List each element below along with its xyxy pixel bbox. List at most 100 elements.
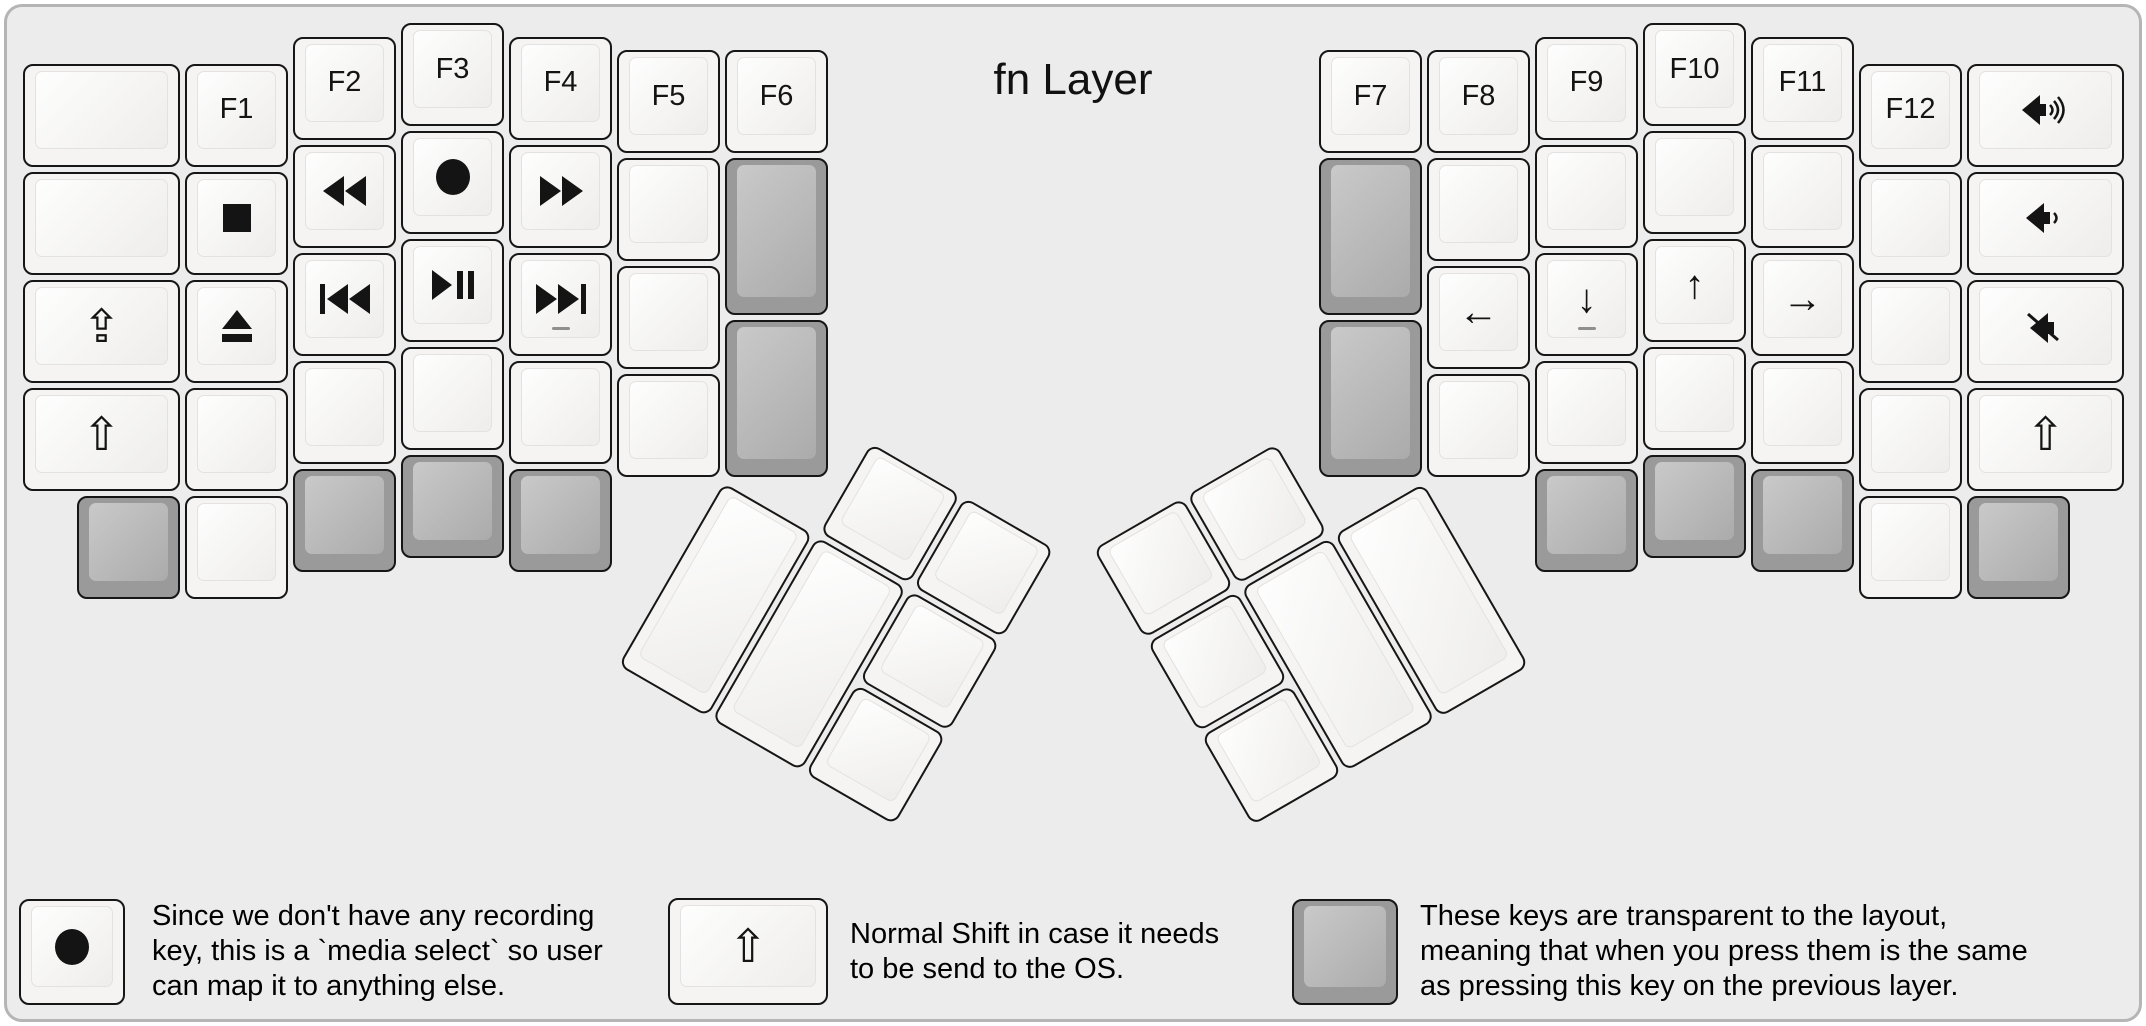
key-blank[interactable] <box>1535 360 1638 464</box>
key-blank[interactable] <box>1859 171 1962 275</box>
layer-title: fn Layer <box>993 55 1153 104</box>
keycap-surface: ⇧ <box>680 905 816 987</box>
key-blank[interactable] <box>1427 374 1530 477</box>
key-f7[interactable]: F7 <box>1319 50 1422 153</box>
key-fast-forward[interactable] <box>509 144 612 248</box>
key-rewind[interactable] <box>293 144 396 248</box>
key-f10[interactable]: F10 <box>1643 23 1746 126</box>
key-eject[interactable] <box>185 279 288 383</box>
stop-icon <box>221 203 253 233</box>
key-play-pause[interactable] <box>401 239 504 342</box>
keycap-surface: F5 <box>629 57 708 135</box>
caps-lock-icon: ⇪ <box>82 299 121 352</box>
key-transparent[interactable] <box>77 495 180 599</box>
key-blank[interactable] <box>1643 347 1746 450</box>
legend-key-media-select <box>19 899 125 1005</box>
key-transparent[interactable] <box>725 320 828 477</box>
keycap-surface <box>629 381 708 459</box>
key-arrow-down[interactable]: ↓ <box>1535 252 1638 356</box>
key-label: F1 <box>219 93 254 125</box>
key-blank[interactable] <box>23 171 180 275</box>
key-blank[interactable] <box>401 347 504 450</box>
key-transparent[interactable] <box>509 468 612 572</box>
key-blank[interactable] <box>1751 360 1854 464</box>
key-volume-up[interactable] <box>1967 63 2124 167</box>
key-f6[interactable]: F6 <box>725 50 828 153</box>
key-transparent[interactable] <box>1643 455 1746 558</box>
keycap-surface <box>521 475 600 554</box>
key-label: F11 <box>1778 66 1827 98</box>
keycap-surface <box>1979 286 2112 365</box>
key-arrow-left[interactable]: ← <box>1427 266 1530 369</box>
legend-text-line: to be send to the OS. <box>850 953 1125 985</box>
keycap-surface <box>1871 502 1950 581</box>
key-blank[interactable] <box>1859 495 1962 599</box>
prev-track-icon <box>319 283 370 314</box>
key-stop[interactable] <box>185 171 288 275</box>
key-blank[interactable] <box>1643 131 1746 234</box>
legend-key-shift: ⇧ <box>668 898 828 1005</box>
key-blank[interactable] <box>185 495 288 599</box>
key-blank[interactable] <box>617 374 720 477</box>
key-blank[interactable] <box>1427 158 1530 261</box>
key-arrow-up[interactable]: ↑ <box>1643 239 1746 342</box>
key-blank[interactable] <box>617 158 720 261</box>
keycap-surface <box>1871 286 1950 365</box>
keycap-surface: F4 <box>521 43 600 122</box>
key-blank[interactable] <box>1535 144 1638 248</box>
key-shift-left[interactable]: ⇧ <box>23 387 180 491</box>
key-f4[interactable]: F4 <box>509 36 612 140</box>
key-transparent[interactable] <box>1751 468 1854 572</box>
key-blank[interactable] <box>1859 387 1962 491</box>
play-pause-icon <box>431 270 474 300</box>
key-next-track[interactable] <box>509 252 612 356</box>
keycap-surface <box>1304 906 1386 987</box>
keycap-surface: F10 <box>1655 30 1734 108</box>
key-f9[interactable]: F9 <box>1535 36 1638 140</box>
key-transparent[interactable] <box>1967 495 2070 599</box>
legend-text-line: These keys are transparent to the layout… <box>1420 900 1948 932</box>
key-f1[interactable]: F1 <box>185 63 288 167</box>
key-label: F3 <box>435 52 470 85</box>
keycap-surface <box>1763 367 1842 446</box>
key-f3[interactable]: F3 <box>401 23 504 126</box>
key-label: F2 <box>327 66 362 98</box>
key-shift-right[interactable]: ⇧ <box>1967 387 2124 491</box>
key-transparent[interactable] <box>1319 320 1422 477</box>
key-f12[interactable]: F12 <box>1859 63 1962 167</box>
key-f8[interactable]: F8 <box>1427 50 1530 153</box>
key-transparent[interactable] <box>293 468 396 572</box>
key-f5[interactable]: F5 <box>617 50 720 153</box>
key-transparent[interactable] <box>1535 468 1638 572</box>
key-label: F10 <box>1669 52 1720 85</box>
key-blank[interactable] <box>185 387 288 491</box>
key-record[interactable] <box>401 131 504 234</box>
key-blank[interactable] <box>1859 279 1962 383</box>
key-f11[interactable]: F11 <box>1751 36 1854 140</box>
keycap-surface <box>1979 178 2112 257</box>
key-transparent[interactable] <box>725 158 828 315</box>
key-label: F9 <box>1569 66 1604 98</box>
key-transparent[interactable] <box>401 455 504 558</box>
right-arrow-icon: → <box>1782 276 1823 321</box>
key-transparent[interactable] <box>1319 158 1422 315</box>
keycap-surface <box>1655 138 1734 216</box>
key-blank[interactable] <box>617 266 720 369</box>
keycap-surface <box>1439 165 1518 243</box>
keycap-surface: F2 <box>305 43 384 122</box>
keycap-surface <box>413 462 492 540</box>
key-f2[interactable]: F2 <box>293 36 396 140</box>
key-mute[interactable] <box>1967 279 2124 383</box>
key-arrow-right[interactable]: → <box>1751 252 1854 356</box>
key-blank[interactable] <box>293 360 396 464</box>
key-blank[interactable] <box>509 360 612 464</box>
key-caps-lock[interactable]: ⇪ <box>23 279 180 383</box>
key-blank[interactable] <box>23 63 180 167</box>
keycap-surface <box>413 138 492 216</box>
keycap-surface <box>629 273 708 351</box>
keycap-surface <box>1979 70 2112 149</box>
key-prev-track[interactable] <box>293 252 396 356</box>
key-volume-down[interactable] <box>1967 171 2124 275</box>
key-blank[interactable] <box>1751 144 1854 248</box>
